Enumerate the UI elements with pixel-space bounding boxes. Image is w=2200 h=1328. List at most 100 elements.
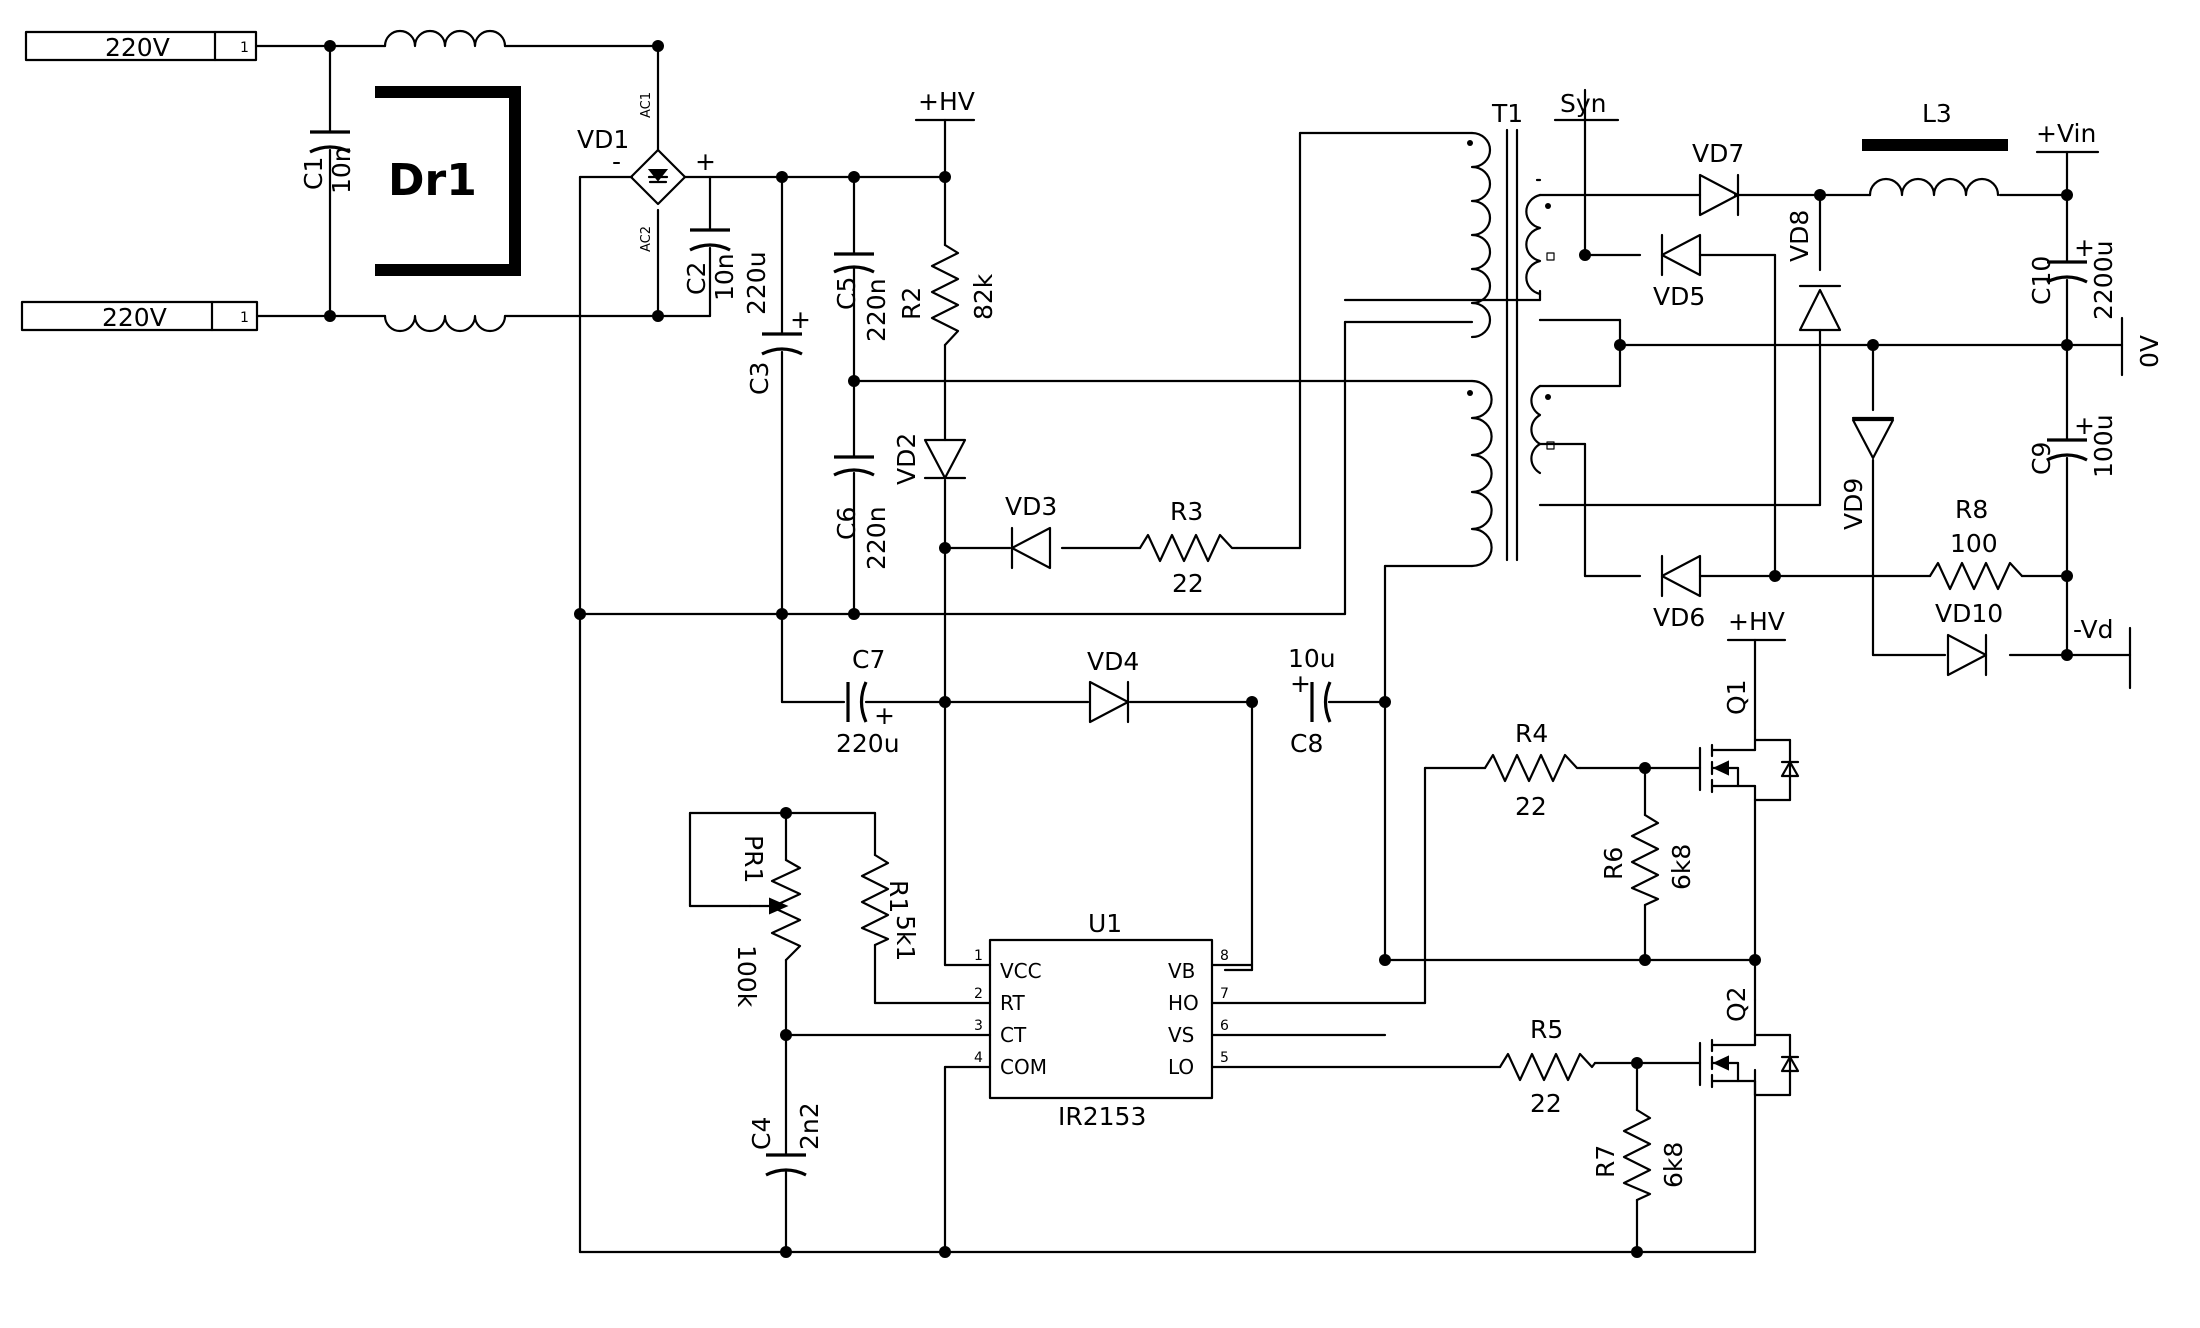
c3-plus: +: [790, 305, 811, 334]
vd7-ref: VD7: [1692, 139, 1744, 168]
terminal-bottom: 220V 1: [20, 300, 259, 332]
resistor-r3: R3 22: [1138, 497, 1239, 598]
u1-pin-4-num: 4: [974, 1050, 983, 1066]
c8-value: 10u: [1288, 644, 1336, 673]
c8-ref: C8: [1290, 729, 1323, 758]
c4-value: 2n2: [795, 1102, 824, 1150]
r1-value: 5k1: [891, 915, 920, 961]
u1-part: IR2153: [1058, 1102, 1146, 1131]
capacitor-c6: C6 220n: [832, 455, 891, 570]
r4-value: 22: [1515, 792, 1547, 821]
capacitor-c7: + C7 220u: [836, 645, 900, 758]
r7-value: 6k8: [1659, 1142, 1688, 1188]
c1-value: 10n: [327, 146, 356, 194]
vd1-ref: VD1: [577, 125, 629, 154]
vd1-plus: +: [695, 147, 716, 176]
syn-label: Syn: [1560, 89, 1607, 118]
capacitor-c8: + 10u C8: [1288, 644, 1336, 758]
capacitor-c9: + C9 100u: [2027, 411, 2118, 478]
vd1-ac1: AC1: [639, 92, 654, 118]
u1-pin-vs: VS: [1168, 1023, 1194, 1047]
c4-ref: C4: [747, 1117, 776, 1150]
terminal-top: 220V 1: [24, 30, 258, 62]
mosfet-q1: Q1: [1698, 679, 1800, 802]
r2-ref: R2: [897, 287, 926, 320]
diode-vd10: VD10: [1935, 599, 2003, 677]
terminal-bottom-voltage: 220V: [102, 303, 167, 332]
potentiometer-pr1: PR1 100k: [732, 835, 802, 1008]
c3-value: 220u: [742, 251, 771, 315]
bridge-vd1: VD1 AC1 AC2 - +: [577, 92, 716, 252]
c3-ref: C3: [745, 362, 774, 395]
c7-ref: C7: [852, 645, 885, 674]
r3-ref: R3: [1170, 497, 1203, 526]
c6-ref: C6: [832, 507, 861, 540]
terminal-top-pin: 1: [240, 40, 249, 56]
resistor-r7: R7 6k8: [1591, 1108, 1688, 1202]
terminal-bottom-pin: 1: [240, 310, 249, 326]
u1-pin-2-num: 2: [974, 986, 983, 1002]
u1-pin-8-num: 8: [1220, 948, 1229, 964]
vd1-ac2: AC2: [639, 226, 654, 252]
diode-vd3: VD3: [1005, 492, 1057, 570]
vd6-ref: VD6: [1653, 603, 1705, 632]
capacitor-c2: C2 10n: [682, 228, 739, 301]
diode-vd4: VD4: [1087, 647, 1139, 724]
vd3-ref: VD3: [1005, 492, 1057, 521]
l3-ref: L3: [1922, 99, 1952, 128]
c5-ref: C5: [832, 277, 861, 310]
u1-pin-lo: LO: [1168, 1055, 1194, 1079]
resistor-r8: R8 100: [1928, 495, 2024, 591]
transformer-t1: T1: [1343, 99, 1555, 568]
r8-ref: R8: [1955, 495, 1988, 524]
c5-value: 220n: [862, 278, 891, 342]
q2-ref: Q2: [1722, 986, 1751, 1022]
vd4-ref: VD4: [1087, 647, 1139, 676]
vd1-minus: -: [612, 147, 621, 176]
vin-label: +Vin: [2036, 119, 2096, 148]
r7-ref: R7: [1591, 1145, 1620, 1178]
mosfet-q2: Q2: [1698, 986, 1800, 1097]
choke-label: Dr1: [388, 155, 477, 206]
junction-dots: [324, 40, 2073, 1258]
u1-pin-7-num: 7: [1220, 986, 1229, 1002]
r4-ref: R4: [1515, 719, 1548, 748]
c9-value: 100u: [2089, 414, 2118, 478]
hv-top-label: +HV: [918, 87, 975, 116]
u1-pin-3-num: 3: [974, 1018, 983, 1034]
r6-ref: R6: [1599, 847, 1628, 880]
r2-value: 82k: [969, 273, 998, 320]
u1-pin-ct: CT: [1000, 1023, 1027, 1047]
wires: [254, 44, 2132, 1254]
hv-bottom-label: +HV: [1728, 607, 1785, 636]
diode-vd6: VD6: [1653, 554, 1705, 632]
c1-ref: C1: [299, 157, 328, 190]
vd2-ref: VD2: [892, 433, 921, 485]
c6-value: 220n: [862, 506, 891, 570]
r8-value: 100: [1950, 529, 1998, 558]
u1-pin-1-num: 1: [974, 948, 983, 964]
r5-ref: R5: [1530, 1015, 1563, 1044]
diode-vd9: VD9: [1839, 416, 1895, 530]
c9-plus: +: [2074, 411, 2095, 440]
r3-value: 22: [1172, 569, 1204, 598]
diode-vd8: VD8: [1785, 210, 1842, 332]
resistor-r1: R1 5k1: [860, 853, 920, 961]
t1-ref: T1: [1491, 99, 1523, 128]
c10-plus: +: [2074, 233, 2095, 262]
capacitor-c4: C4 2n2: [747, 1102, 824, 1177]
c2-value: 10n: [710, 253, 739, 301]
inductor-l3: L3: [1862, 99, 2008, 197]
c10-ref: C10: [2027, 256, 2056, 305]
r5-value: 22: [1530, 1089, 1562, 1118]
capacitor-c5: C5 220n: [832, 252, 891, 342]
q1-ref: Q1: [1722, 679, 1751, 715]
r6-value: 6k8: [1667, 844, 1696, 890]
diode-vd7: VD7: [1692, 139, 1744, 217]
choke-dr1: Dr1: [375, 29, 521, 333]
u1-ref: U1: [1088, 909, 1122, 938]
resistor-r4: R4 22: [1483, 719, 1582, 821]
resistor-r2: R2 82k: [897, 243, 998, 347]
c9-ref: C9: [2027, 442, 2056, 475]
